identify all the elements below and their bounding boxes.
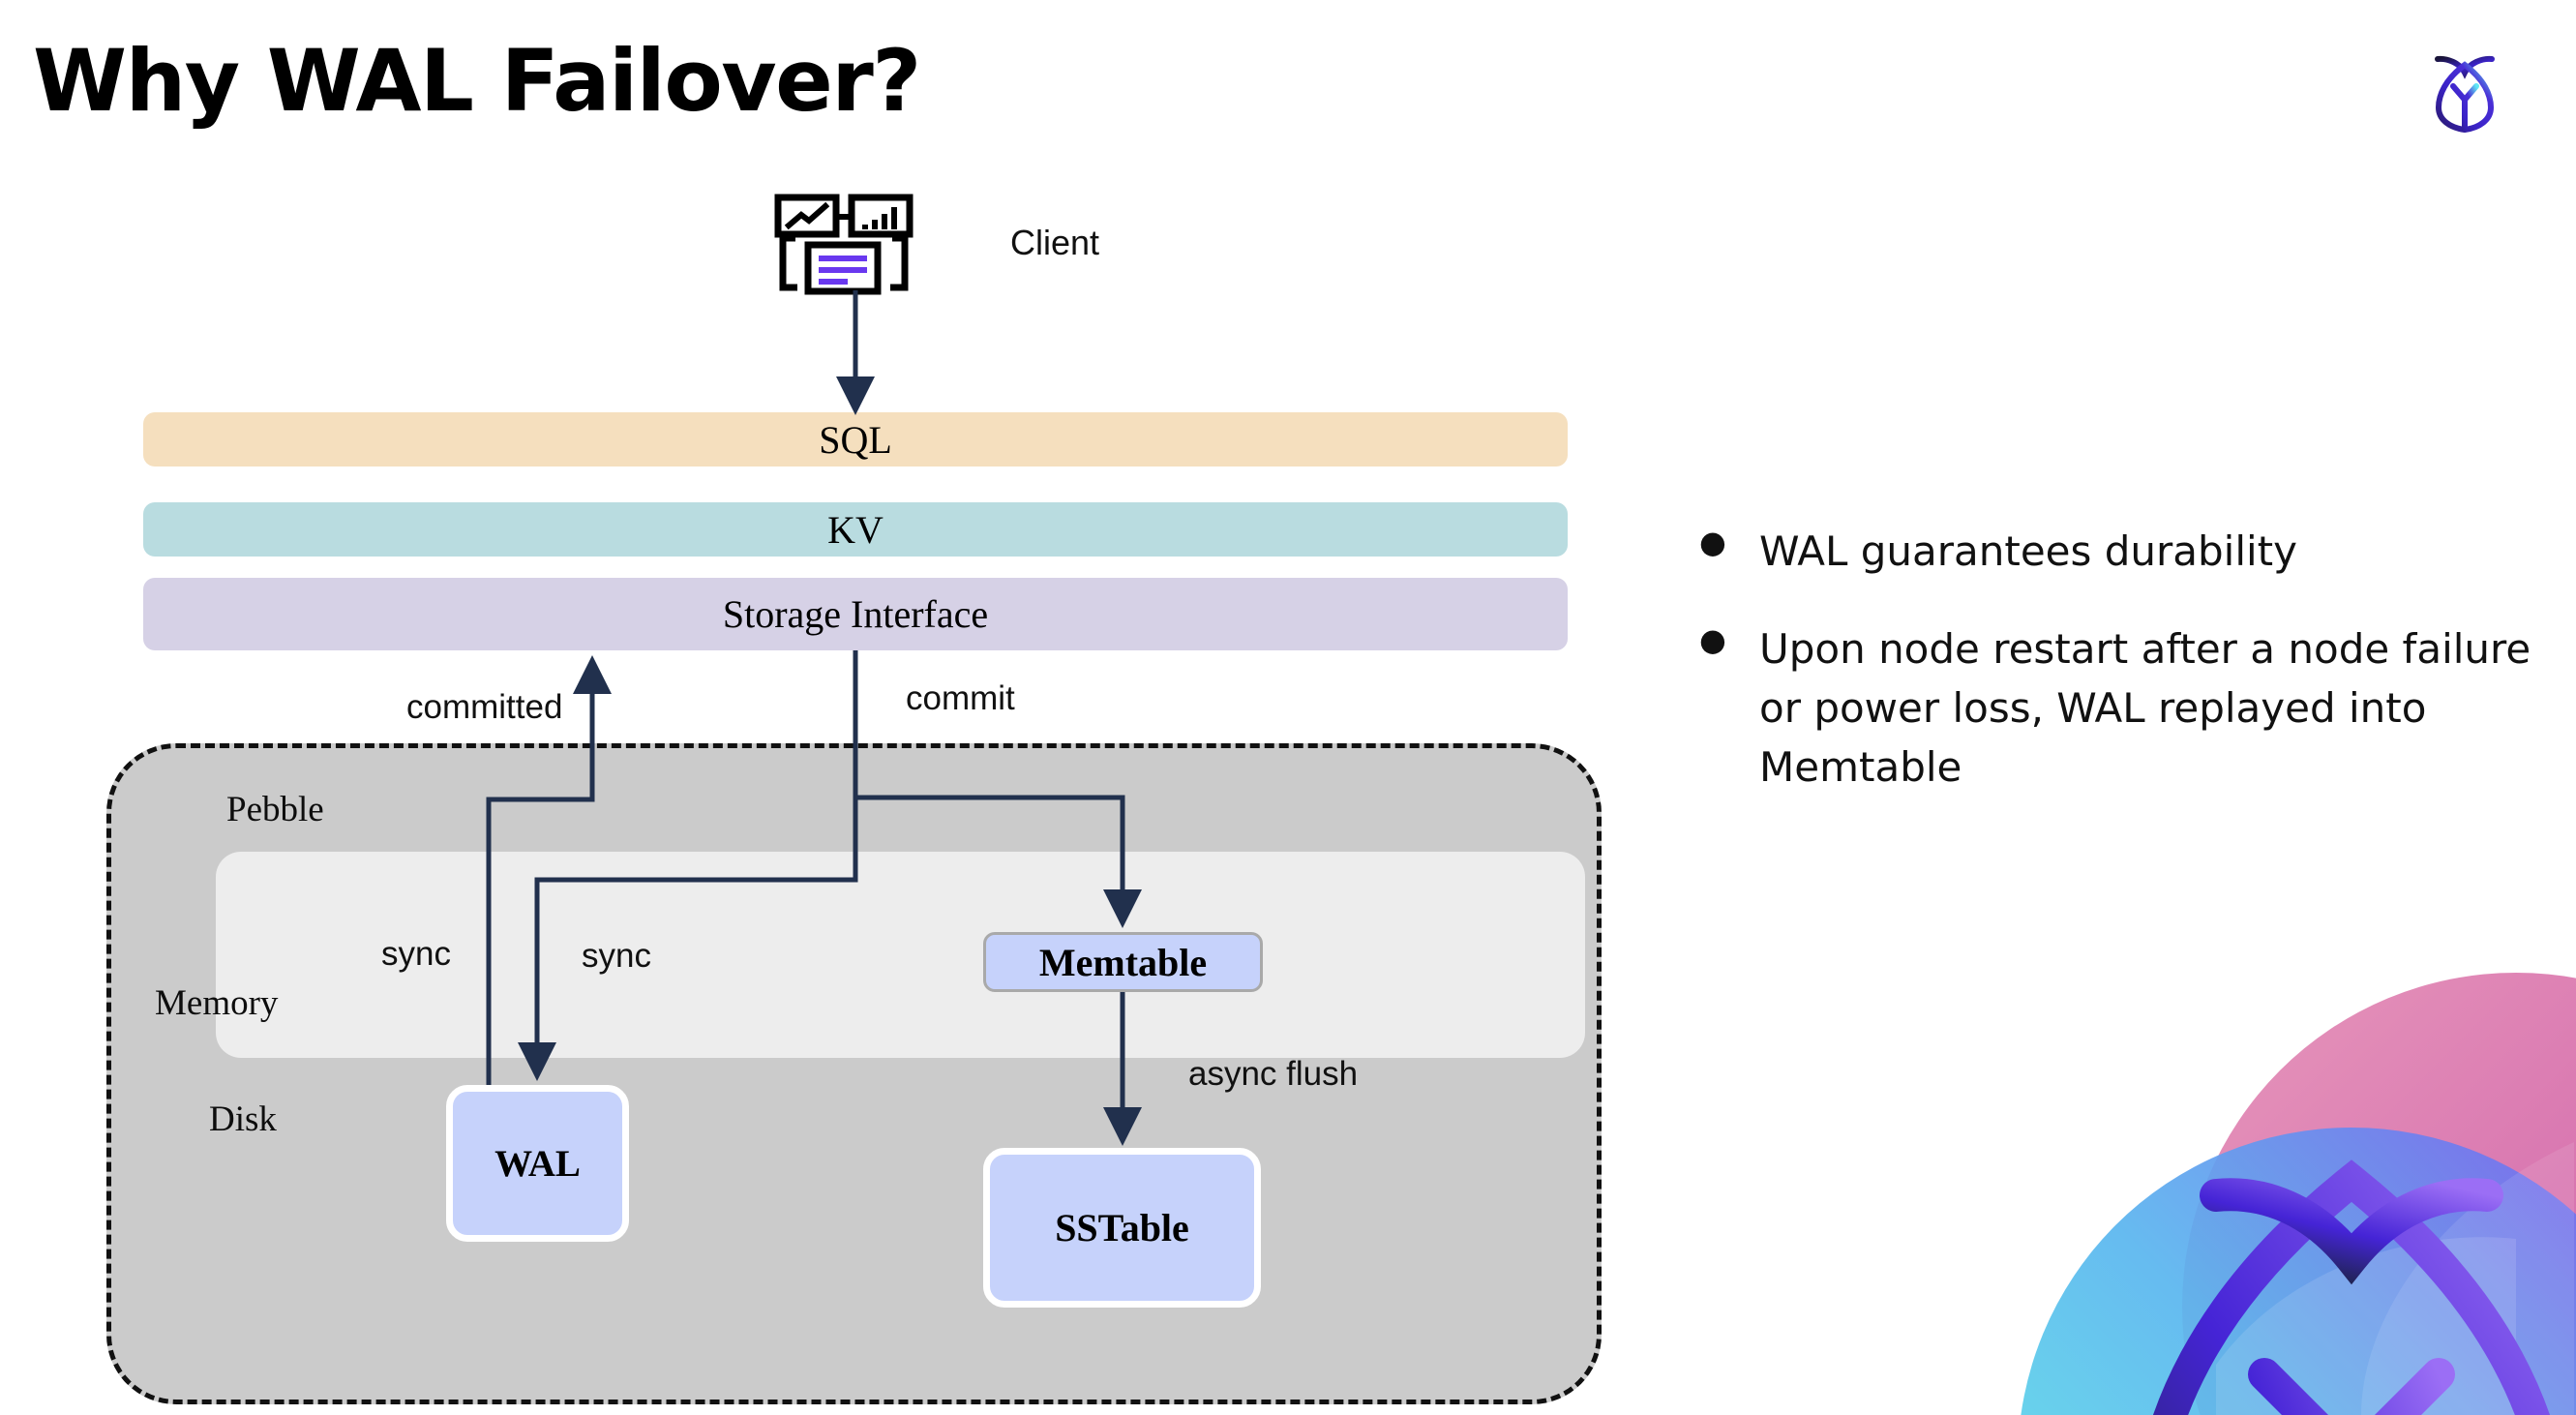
- node-sstable: SSTable: [983, 1148, 1261, 1308]
- edge-label-committed: committed: [406, 688, 563, 726]
- edge-label-sync-right: sync: [582, 937, 651, 975]
- layer-sql-label: SQL: [819, 417, 892, 462]
- node-memtable: Memtable: [983, 932, 1263, 992]
- layer-storage-interface: Storage Interface: [143, 578, 1568, 650]
- page-title: Why WAL Failover?: [33, 31, 921, 131]
- client-label: Client: [1010, 223, 1100, 262]
- list-item: ● WAL guarantees durability: [1699, 523, 2531, 582]
- layer-sql: SQL: [143, 412, 1568, 467]
- analytics-dashboard-icon: [774, 194, 929, 295]
- layer-kv: KV: [143, 502, 1568, 557]
- architecture-diagram: Client SQL KV Storage Interface Pebble M…: [106, 194, 1602, 1404]
- layer-kv-label: KV: [827, 507, 884, 552]
- node-sstable-label: SSTable: [1055, 1206, 1189, 1249]
- edge-label-async-flush: async flush: [1188, 1055, 1359, 1093]
- cockroachdb-logo: [2413, 35, 2516, 137]
- bullet-text: Upon node restart after a node failure o…: [1759, 624, 2531, 791]
- edge-label-commit: commit: [906, 679, 1015, 717]
- pebble-label: Pebble: [226, 790, 324, 829]
- bullet-marker: ●: [1699, 524, 1726, 560]
- list-item: ● Upon node restart after a node failure…: [1699, 620, 2531, 798]
- bullet-text: WAL guarantees durability: [1759, 527, 2298, 575]
- node-wal-label: WAL: [494, 1142, 581, 1185]
- node-wal: WAL: [446, 1085, 629, 1242]
- layer-storage-label: Storage Interface: [722, 592, 989, 636]
- disk-label: Disk: [209, 1099, 277, 1139]
- bullet-list: ● WAL guarantees durability ● Upon node …: [1699, 523, 2531, 836]
- pebble-container: [106, 743, 1602, 1404]
- edge-label-sync-left: sync: [381, 935, 451, 973]
- decorative-logo-artwork: [1974, 919, 2576, 1415]
- bullet-marker: ●: [1699, 620, 1726, 658]
- memory-label: Memory: [155, 983, 279, 1023]
- node-memtable-label: Memtable: [1038, 940, 1208, 984]
